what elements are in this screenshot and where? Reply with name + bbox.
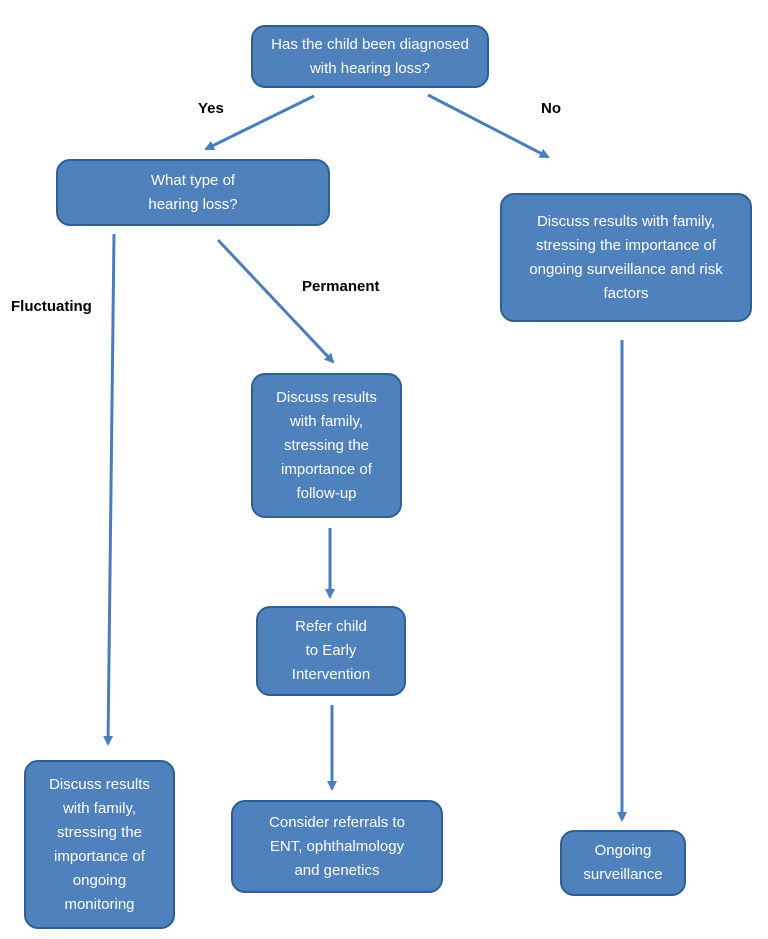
yes-label: Yes [198, 100, 224, 117]
diagnosed-question-box: Has the child been diagnosed with hearin… [251, 25, 489, 88]
refer-early-intervention-box: Refer child to Early Intervention [256, 606, 406, 696]
hearing-loss-type-box: What type of hearing loss? [56, 159, 330, 226]
discuss-monitoring-box: Discuss results with family, stressing t… [24, 760, 175, 929]
discuss-surveillance-box: Discuss results with family, stressing t… [500, 193, 752, 322]
arrow-yes [204, 94, 315, 151]
fluctuating-label: Fluctuating [11, 298, 92, 315]
no-label: No [541, 100, 561, 117]
discuss-follow-up-box: Discuss results with family, stressing t… [251, 373, 402, 518]
arrow-permanent [216, 238, 335, 364]
permanent-label: Permanent [302, 278, 380, 295]
consider-referrals-box: Consider referrals to ENT, ophthalmology… [231, 800, 443, 893]
arrow-fluctuating [103, 233, 116, 746]
arrow-no [427, 93, 550, 159]
ongoing-surveillance-box: Ongoing surveillance [560, 830, 686, 896]
